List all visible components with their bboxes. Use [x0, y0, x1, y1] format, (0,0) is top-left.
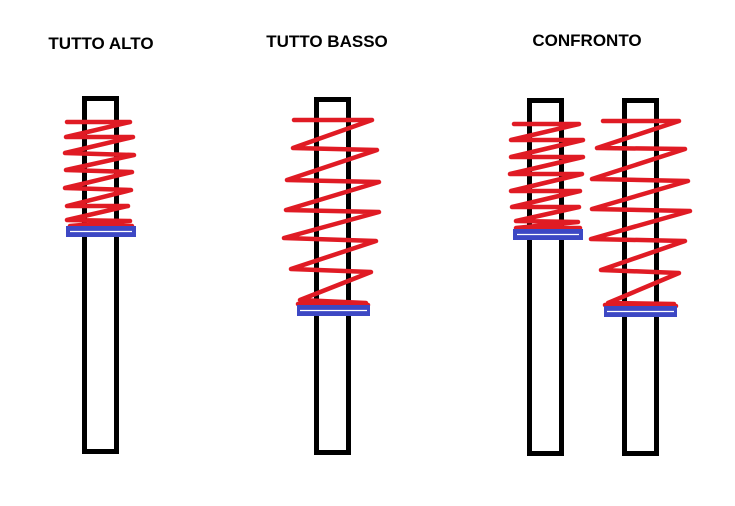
title-tutto-basso: TUTTO BASSO	[266, 32, 388, 51]
spring-confronto-alto	[507, 121, 586, 231]
spring-confronto-basso	[588, 118, 693, 309]
rod-tutto-basso	[314, 97, 351, 455]
rod-confronto-alto	[527, 98, 564, 456]
title-confronto: CONFRONTO	[532, 31, 641, 50]
rod-confronto-basso	[622, 98, 659, 456]
shock-tutto-basso	[281, 97, 382, 455]
spring-tutto-alto	[62, 119, 137, 229]
title-tutto-alto: TUTTO ALTO	[48, 34, 153, 53]
shock-confronto-alto	[507, 98, 586, 456]
rod-tutto-alto	[82, 96, 119, 454]
spring-tutto-basso	[281, 117, 382, 308]
shock-confronto-basso	[588, 98, 693, 456]
shock-tutto-alto	[62, 96, 137, 454]
